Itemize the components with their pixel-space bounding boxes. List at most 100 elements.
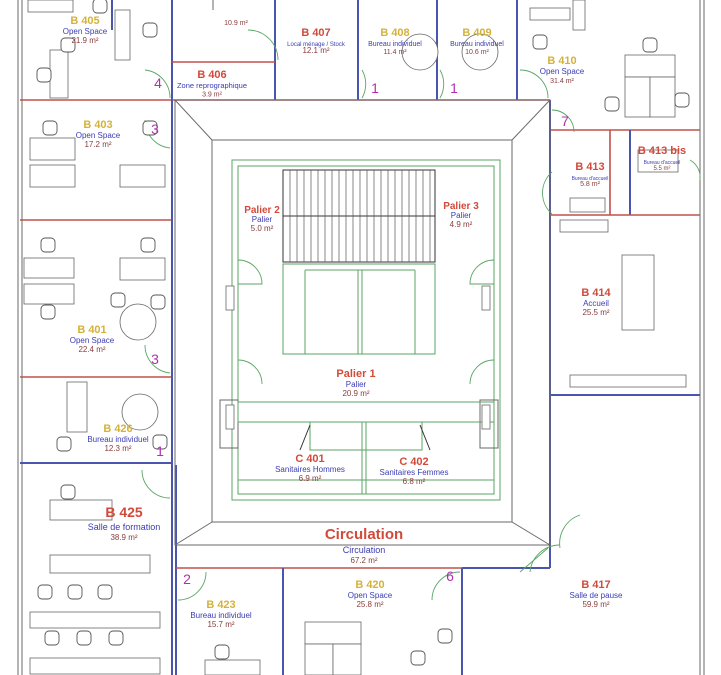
room-type-label: Open Space [348,591,393,600]
room-id-label: B 406 [197,69,226,81]
walls [17,0,705,675]
chair [60,484,76,500]
room-area-label: 5.8 m² [580,181,601,188]
chair [60,37,76,53]
chair [142,120,158,136]
room-type-label: Sanitaires Femmes [380,468,449,477]
capacity-badge: 1 [371,80,379,96]
capacity-badge: 3 [151,121,159,137]
capacity-badge: 7 [561,113,569,129]
room-type-label: Salle de pause [570,591,623,600]
capacity-badge: 6 [446,568,454,584]
room-area-label: 6.8 m² [403,477,426,486]
room-area-label: 22.4 m² [78,345,105,354]
chair [214,644,230,660]
room-id-label: B 413 [575,161,604,173]
chair [92,0,108,14]
room-id-label: B 423 [206,599,235,611]
room-type-label: Bureau individuel [87,435,149,444]
chair [40,237,56,253]
room-area-label: 15.7 m² [207,620,234,629]
room-id-label: B 405 [70,15,99,27]
capacity-badge: 4 [154,75,162,91]
room-area-label: 11.4 m² [383,49,407,56]
chair [56,436,72,452]
chair [36,67,52,83]
room-area-label: 20.9 m² [342,389,369,398]
chair [44,630,60,646]
room-label: 10.9 m² [224,20,248,27]
room-id-label: B 417 [581,579,610,591]
room-type-label: Circulation [343,545,386,555]
stairs [282,169,436,355]
room-type-label: Bureau individuel [190,611,252,620]
room-area-label: 4.9 m² [450,220,473,229]
room-area-label: 12.1 m² [302,46,329,55]
chair [140,237,156,253]
room-id-label: B 425 [105,504,143,520]
chair [97,584,113,600]
room-area-label: 10.9 m² [224,20,248,27]
room-id-label: B 409 [462,27,491,39]
room-type-label: Palier [451,211,472,220]
room-area-label: 59.9 m² [582,600,609,609]
room-type-label: Open Space [63,27,108,36]
doors [141,29,701,601]
chair [532,34,548,50]
room-area-label: 25.8 m² [356,600,383,609]
chair [642,37,658,53]
room-area-label: 5.5 m² [653,166,670,172]
chair [437,628,453,644]
room-area-label: 67.2 m² [350,556,377,565]
room-area-label: 3.9 m² [202,92,223,99]
room-type-label: Palier [252,215,273,224]
room-type-label: Bureau individuel [450,41,504,48]
chair [152,434,168,450]
room-area-label: 21.9 m² [71,36,98,45]
room-id-label: Palier 1 [336,368,375,380]
chair [40,304,56,320]
chair [674,92,690,108]
capacity-badge: 1 [450,80,458,96]
room-id-label: Circulation [325,526,403,543]
room-area-label: 17.2 m² [84,140,111,149]
chair [150,294,166,310]
room-id-label: B 426 [103,423,132,435]
room-area-label: 31.4 m² [550,78,574,85]
chair [42,120,58,136]
chair [37,584,53,600]
room-area-label: 25.5 m² [582,308,609,317]
chair [108,630,124,646]
room-id-label: B 408 [380,27,409,39]
room-area-label: 10.6 m² [465,49,489,56]
room-type-label: Bureau d'accueil [572,176,609,182]
room-id-label: C 402 [399,456,428,468]
room-type-label: Bureau d'accueil [644,160,681,166]
chairs [36,0,690,666]
room-id-label: B 407 [301,27,330,39]
room-type-label: Salle de formation [88,522,161,532]
room-type-label: Open Space [76,131,121,140]
chair [142,22,158,38]
room-id-label: B 413 bis [638,145,686,157]
chair [67,584,83,600]
